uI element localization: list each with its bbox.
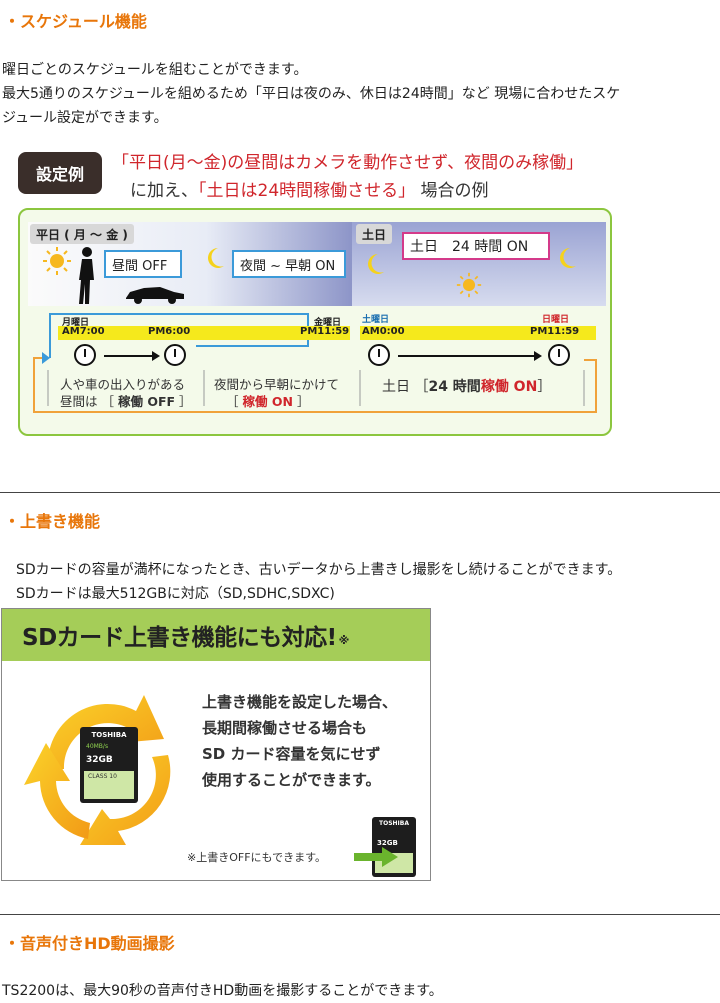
- caption-weekend-red: 稼働 ON: [480, 379, 538, 395]
- sd-desc-line-3: SD カード容量を気にせず: [202, 745, 381, 763]
- sd-card-capacity: 32GB: [86, 755, 113, 765]
- caption-weekend-bold: 24 時間: [428, 379, 481, 395]
- weekly-loop-line: [33, 352, 597, 413]
- caption-weekend-post: ］: [537, 379, 552, 395]
- caption-day-2-bold: 稼働 OFF: [117, 394, 176, 409]
- caption-night-2-red: 稼働 ON: [242, 394, 293, 409]
- sd-card-icon: TOSHIBA 40MB/s 32GB CLASS 10: [80, 727, 138, 803]
- caption-day-1: 人や車の出入りがある: [60, 377, 186, 392]
- moon-icon-weekend: [368, 254, 384, 274]
- label-saturday: 土曜日: [362, 315, 390, 325]
- label-am700: AM7:00: [62, 326, 105, 337]
- sd-header-text: SDカード上書き機能にも対応!: [22, 625, 337, 651]
- example-line-2-red: 「土日は24時間稼働させる」: [198, 181, 416, 201]
- caption-weekend: 土日 ［24 時間稼働 ON］: [382, 378, 551, 396]
- weekday-tag: 平日 ( 月 ～ 金 ): [30, 224, 134, 244]
- overwrite-paragraph-1: SDカードの容量が満杯になったとき、古いデータから上書きし撮影をし続けることがで…: [16, 562, 622, 578]
- sd-header-mark: ※: [338, 633, 350, 647]
- example-line-1: 「平日(月～金)の昼間はカメラを動作させず、夜間のみ稼働」: [112, 153, 584, 173]
- caption-night-2-pre: ［: [226, 394, 239, 409]
- clock-icon-pm1159: [548, 344, 570, 366]
- day-off-box: 昼間 OFF: [104, 250, 182, 278]
- label-monday: 月曜日: [62, 318, 90, 328]
- sd-note: ※上書きOFFにもできます。: [187, 851, 326, 864]
- section-title-audio: ・音声付きHD動画撮影: [4, 934, 175, 953]
- caption-day-2-post: ］: [179, 394, 192, 409]
- arrow-weekend: [398, 351, 542, 361]
- sd-card-label: [84, 771, 134, 799]
- sun-icon: [43, 247, 71, 275]
- sd-card-small-capacity: 32GB: [377, 839, 398, 847]
- clock-icon-pm600: [164, 344, 186, 366]
- clock-icon-am000: [368, 344, 390, 366]
- label-friday: 金曜日: [314, 318, 342, 328]
- caption-weekend-pre: 土日 ［: [382, 379, 429, 395]
- cycle-arrows-icon: [24, 695, 171, 845]
- sd-description: 上書き機能を設定した場合、 長期間稼働させる場合も SD カード容量を気にせず …: [202, 689, 397, 793]
- car-icon: [126, 287, 184, 304]
- audio-paragraph-1: TS2200は、最大90秒の音声付きHD動画を撮影することができます。: [2, 983, 443, 999]
- weekday-loop-line: [49, 313, 309, 358]
- sd-card-speed: 40MB/s: [86, 743, 109, 750]
- moon-icon: [208, 248, 224, 268]
- example-line-2-post: 場合の例: [420, 181, 489, 201]
- label-pm1159-fri: PM11:59: [300, 326, 350, 337]
- clock-icon-am700: [74, 344, 96, 366]
- section-title-overwrite: ・上書き機能: [4, 512, 101, 531]
- sd-card-small-brand: TOSHIBA: [379, 820, 409, 827]
- caption-night-2: ［ 稼働 ON ］: [226, 393, 309, 411]
- caption-day-2: 昼間は ［ 稼働 OFF ］: [60, 393, 192, 411]
- weekday-time-bar: [58, 326, 350, 340]
- overwrite-paragraph-2: SDカードは最大512GBに対応（SD,SDHC,SDXC): [16, 586, 335, 602]
- weekend-time-bar: [360, 326, 596, 340]
- moon-icon-weekend-2: [560, 248, 576, 268]
- person-icon: [79, 247, 94, 304]
- caption-night-1: 夜間から早朝にかけて: [214, 377, 340, 392]
- sd-card-small-icon: TOSHIBA 32GB: [372, 817, 416, 877]
- sd-overwrite-graphic: SDカード上書き機能にも対応!※ TOSHIBA 40MB/s 32GB CLA…: [1, 608, 431, 881]
- weekend-on-box: 土日 24 時間 ON: [402, 232, 550, 260]
- label-pm600: PM6:00: [148, 326, 191, 337]
- caption-day-2-pre: 昼間は ［: [60, 394, 114, 409]
- sun-icon-weekend: [456, 272, 482, 298]
- label-pm1159-sun: PM11:59: [530, 326, 580, 337]
- label-sunday: 日曜日: [542, 315, 570, 325]
- green-arrow-icon: [354, 847, 398, 867]
- schedule-paragraph-2b: ジュール設定ができます。: [2, 110, 168, 126]
- divider-1: [0, 492, 720, 493]
- sd-card-class: CLASS 10: [88, 773, 117, 780]
- sd-desc-line-2: 長期間稼働させる場合も: [202, 719, 368, 737]
- sd-desc-line-4: 使用することができます。: [202, 771, 381, 789]
- night-on-box: 夜間 ~ 早朝 ON: [232, 250, 346, 278]
- weekend-tag: 土日: [356, 224, 393, 244]
- divider-2: [0, 914, 720, 915]
- example-line-2-pre: に加え、: [130, 181, 198, 201]
- schedule-paragraph-1: 曜日ごとのスケジュールを組むことができます。: [2, 62, 308, 78]
- sd-desc-line-1: 上書き機能を設定した場合、: [202, 693, 398, 711]
- arrow-day: [104, 351, 160, 361]
- caption-night-2-post: ］: [296, 394, 310, 409]
- label-am000: AM0:00: [362, 326, 405, 337]
- section-title-schedule: ・スケジュール機能: [4, 12, 147, 31]
- example-line-2: に加え、「土日は24時間稼働させる」 場合の例: [130, 176, 489, 201]
- sd-header: SDカード上書き機能にも対応!※: [2, 609, 430, 661]
- schedule-paragraph-2a: 最大5通りのスケジュールを組めるため「平日は夜のみ、休日は24時間」など 現場に…: [2, 86, 621, 102]
- sd-card-brand: TOSHIBA: [91, 731, 127, 739]
- example-badge: 設定例: [18, 152, 102, 194]
